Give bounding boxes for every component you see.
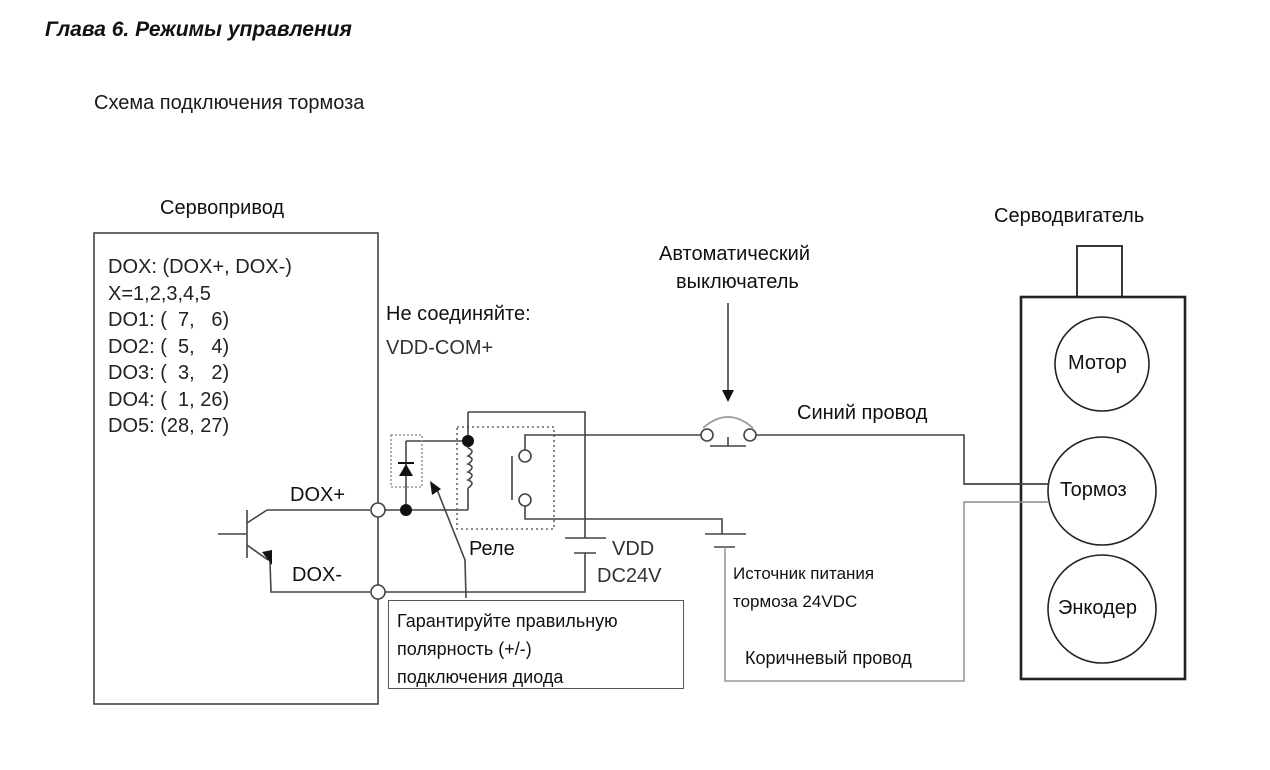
code-line: X=1,2,3,4,5 [108,282,211,305]
terminal-dox-plus [370,502,386,518]
relay-coil [466,447,473,489]
vdd-label: VDD [612,538,655,560]
servo-drive-codes: DOX: (DOX+, DOX-) X=1,2,3,4,5 DO1: ( 7, … [108,254,292,440]
relay-box [456,426,555,530]
vdd-voltage-label: DC24V [597,565,662,587]
terminal-minus-label: DOX- [292,564,342,586]
motor-circle [1054,316,1150,412]
servo-motor-label: Серводвигатель [994,205,1145,227]
chapter-title: Глава 6. Режимы управления [45,18,352,41]
brake-circle [1047,436,1157,546]
terminal-dox-minus [370,584,386,600]
motor-shaft [1076,245,1123,298]
brown-wire-label: Коричневый провод [745,648,912,668]
transistor-emitter [246,544,269,561]
breaker-label-line1: Автоматический [659,243,810,265]
diode-box [390,434,423,488]
breaker-label-line2: выключатель [676,271,799,293]
pointer-arrow-head [430,481,441,495]
code-line: DO4: ( 1, 26) [108,388,230,411]
transistor-collector [246,509,268,524]
breaker-arc [702,416,754,429]
code-line: DO5: (28, 27) [108,415,230,437]
diode-triangle [399,464,413,476]
breaker-contact-left [700,428,714,442]
diode-polarity-note: Гарантируйте правильную полярность (+/-)… [388,600,684,689]
warning-line2: VDD-COM+ [386,337,494,359]
note-line: подключения диода [397,667,564,687]
diode-bar [398,462,414,464]
code-line: DO3: ( 3, 2) [108,362,230,384]
note-line: полярность (+/-) [397,639,532,659]
terminal-plus-label: DOX+ [290,484,346,506]
code-line: DOX: (DOX+, DOX-) [108,256,292,278]
breaker-arrow-head [722,390,734,402]
motor-label: Мотор [1068,352,1127,374]
brake-supply-line2: тормоза 24VDC [733,592,858,611]
junction-dot [462,435,474,447]
transistor-arrow [262,550,272,565]
code-line: DO2: ( 5, 4) [108,335,230,358]
brake-label: Тормоз [1060,479,1127,501]
servo-drive-box [93,232,379,705]
junction-dot [400,504,412,516]
note-line: Гарантируйте правильную [397,611,618,631]
encoder-circle [1047,554,1157,664]
code-line: DO1: ( 7, 6) [108,309,230,331]
section-title: Схема подключения тормоза [94,92,365,114]
servo-motor-box [1019,295,1187,681]
warning-line1: Не соединяйте: [386,303,531,325]
blue-wire-label: Синий провод [797,402,928,424]
brake-supply-line1: Источник питания [733,564,875,583]
breaker-contact-right [743,428,757,442]
servo-drive-label: Сервопривод [160,197,285,219]
relay-label: Реле [469,538,515,560]
encoder-label: Энкодер [1058,597,1137,619]
